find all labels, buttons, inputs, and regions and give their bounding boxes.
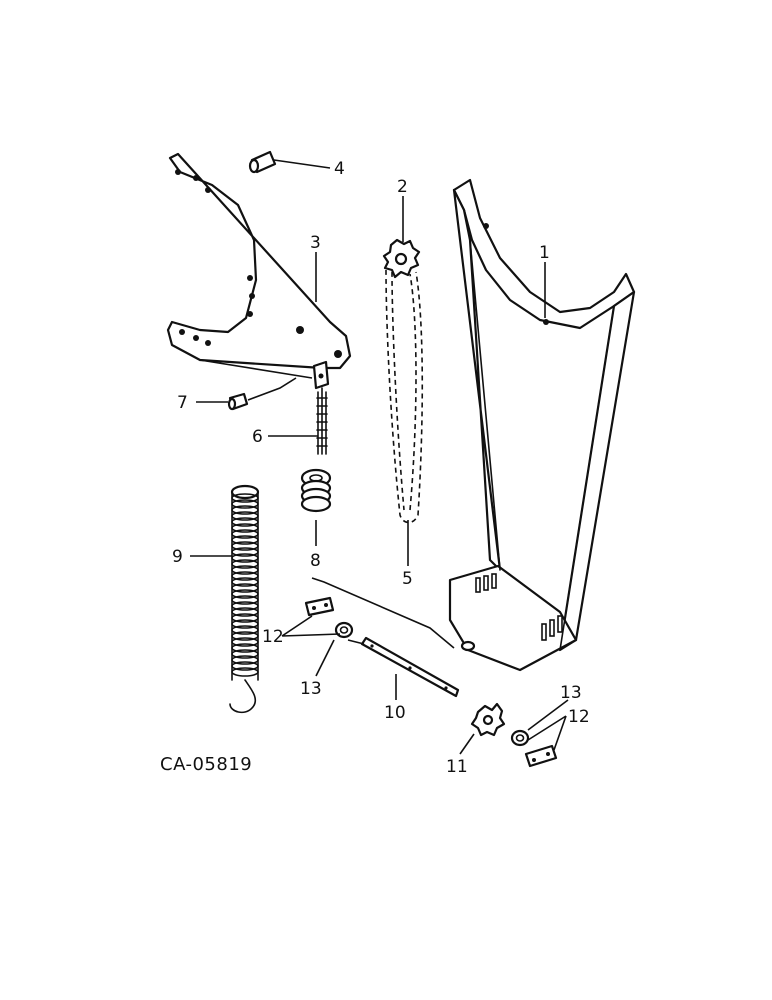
callout-11: 11 [446,757,468,777]
callout-3: 3 [310,233,321,253]
callout-12-right: 12 [568,707,590,727]
part-5-chain [385,269,424,524]
callout-13-left: 13 [300,679,322,699]
callout-8: 8 [310,551,321,571]
part-8-small-spring [300,468,332,513]
part-1-housing [448,178,636,672]
part-10-shaft [360,636,460,698]
callout-6: 6 [252,427,263,447]
leader-lines [190,159,569,755]
callout-5: 5 [402,569,413,589]
part-13-bushing-left [334,621,354,639]
part-2-sprocket [382,238,421,279]
part-4-pin [248,150,277,174]
part-11-gear [470,702,506,737]
callout-4: 4 [334,159,345,179]
part-3-side-plate [166,152,352,370]
part-12-bearing-plate-left [304,596,335,617]
part-7-nut [227,392,249,411]
callout-10: 10 [384,703,406,723]
figure-code: CA-05819 [160,754,252,775]
callout-13-right: 13 [560,683,582,703]
callout-9: 9 [172,547,183,567]
callout-2: 2 [397,177,408,197]
part-13-bushing-right [510,729,530,747]
callout-7: 7 [177,393,188,413]
part-12-bearing-plate-right [524,744,558,768]
callout-12-left: 12 [262,627,284,647]
callout-1: 1 [539,243,550,263]
part-9-extension-spring [229,484,260,714]
callout-labels: 1 2 3 4 5 6 7 8 9 10 11 12 12 13 13 [172,159,590,777]
part-6-tension-bolt [312,360,330,455]
